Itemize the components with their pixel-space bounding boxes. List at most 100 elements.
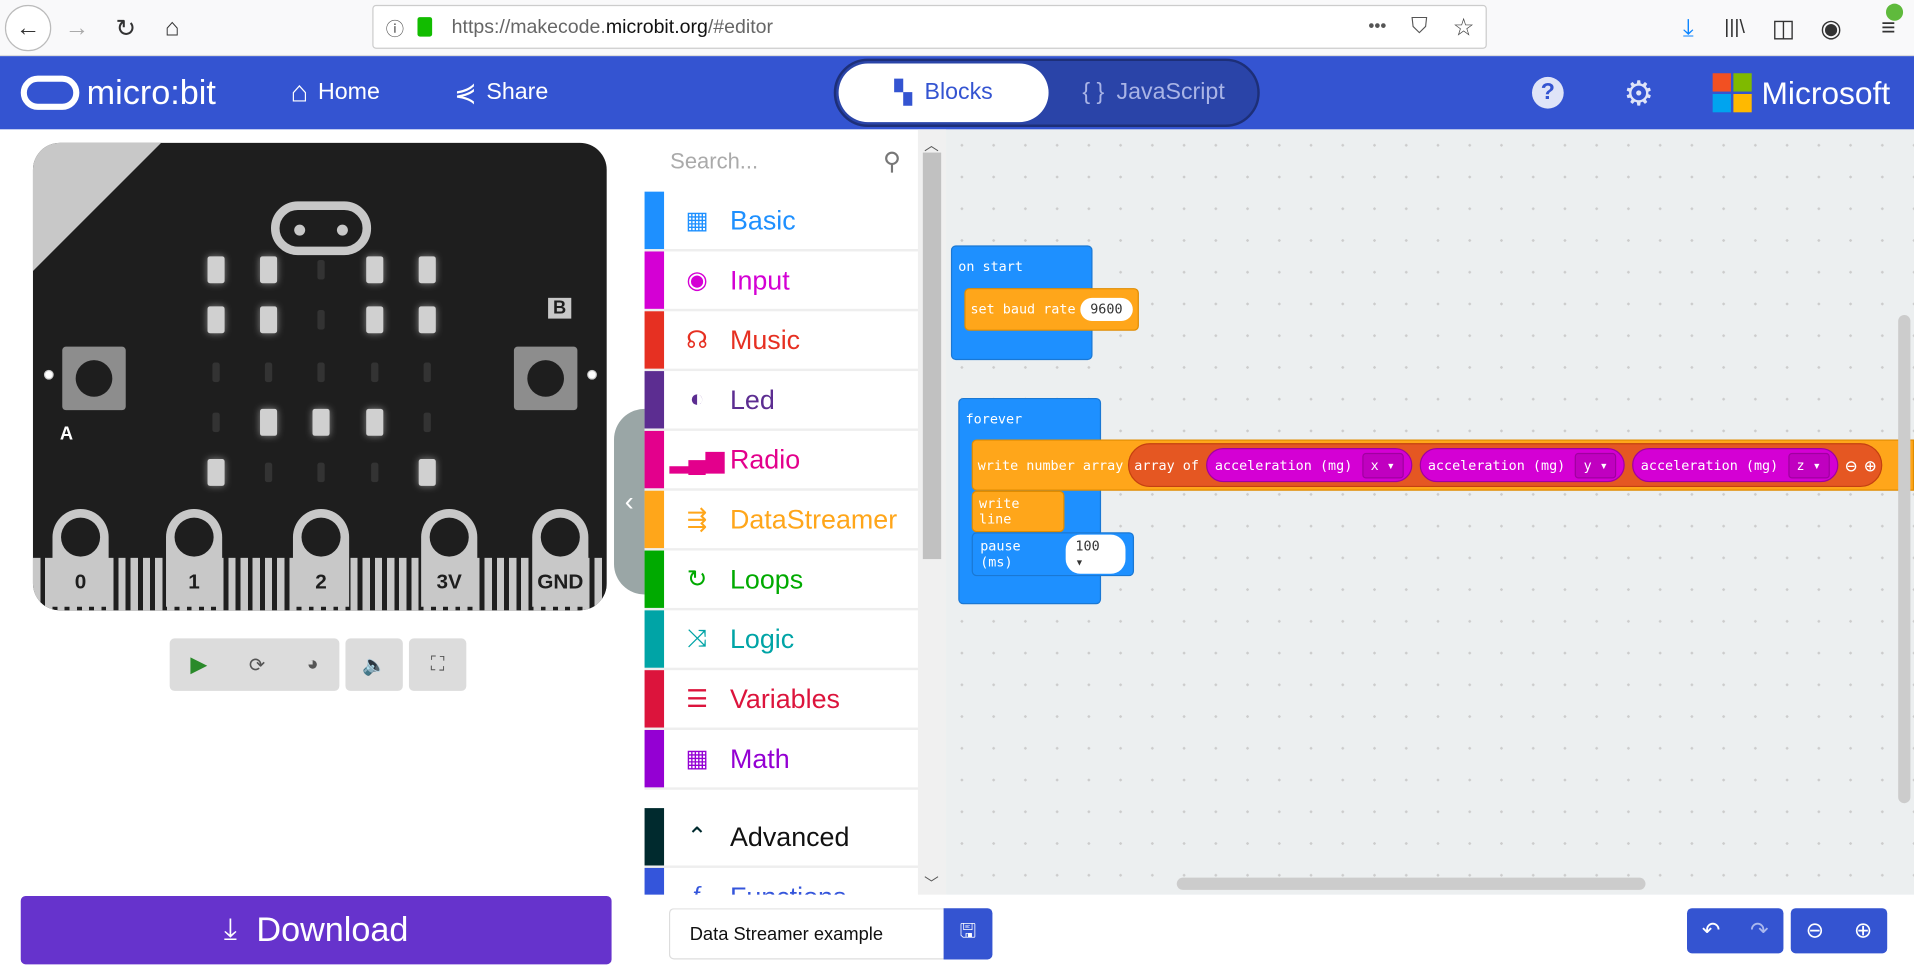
speaker-icon: 🔈 xyxy=(361,654,387,676)
pause-block[interactable]: pause (ms)100 ▾ xyxy=(971,532,1135,577)
acceleration-z-block[interactable]: acceleration (mg) z ▾ xyxy=(1632,447,1838,483)
menu-icon[interactable]: ≡ xyxy=(1881,14,1896,41)
share-button[interactable]: ⋞Share xyxy=(454,56,548,129)
pin-1[interactable]: 1 xyxy=(166,509,223,607)
category-music[interactable]: ☊Music xyxy=(644,311,918,372)
lock-icon xyxy=(417,17,433,37)
remove-item-icon[interactable]: ⊖ xyxy=(1845,453,1857,477)
pin-3v[interactable]: 3V xyxy=(421,509,478,607)
reload-button[interactable]: ↻ xyxy=(115,15,136,43)
project-name-input[interactable]: Data Streamer example xyxy=(668,908,945,960)
axis-dropdown[interactable]: z ▾ xyxy=(1788,452,1830,478)
blocks-workspace[interactable] xyxy=(946,129,1914,895)
acc-label: acceleration (mg) xyxy=(1427,457,1566,474)
baud-rate-value[interactable]: 9600 xyxy=(1080,297,1133,322)
axis-dropdown[interactable]: y ▾ xyxy=(1575,452,1617,478)
acceleration-y-block[interactable]: acceleration (mg) y ▾ xyxy=(1419,447,1625,483)
tab-javascript[interactable]: { }JavaScript xyxy=(1056,63,1251,122)
redo-icon[interactable]: ↷ xyxy=(1750,917,1769,943)
toolbox-scroll-thumb[interactable] xyxy=(922,152,942,560)
toolbox-search[interactable]: Search... ⚲ xyxy=(645,129,918,190)
settings-button[interactable]: ⚙ xyxy=(1624,56,1655,129)
collapse-simulator-button[interactable]: ‹ xyxy=(614,408,645,595)
led xyxy=(264,462,273,483)
help-button[interactable]: ? xyxy=(1531,56,1564,129)
led xyxy=(317,362,325,383)
pin-0[interactable]: 0 xyxy=(52,509,109,607)
workspace-vertical-scrollbar[interactable] xyxy=(1898,314,1911,804)
home-button[interactable]: ⌂Home xyxy=(291,56,380,129)
search-input[interactable]: Search... xyxy=(670,148,759,174)
address-bar[interactable]: ⓘ https://makecode.microbit.org/#editor … xyxy=(372,4,1487,49)
downloads-icon[interactable]: ⤓ xyxy=(1682,14,1694,41)
sidebar-icon[interactable]: ◫ xyxy=(1771,15,1795,43)
add-item-icon[interactable]: ⊕ xyxy=(1864,453,1877,477)
category-math[interactable]: ▦Math xyxy=(644,729,918,790)
chevron-up-icon: ⌃ xyxy=(686,823,708,851)
button-a[interactable] xyxy=(62,346,126,411)
button-a-label: A xyxy=(59,423,74,445)
fullscreen-icon: ⛶ xyxy=(430,653,445,675)
pocket-icon[interactable]: ⛉ xyxy=(1411,13,1428,38)
category-basic[interactable]: ▦Basic xyxy=(644,191,918,252)
write-line-block[interactable]: write line xyxy=(971,490,1065,533)
microbit-logo[interactable]: micro:bit xyxy=(20,56,216,129)
category-logic[interactable]: ⤨Logic xyxy=(644,610,918,671)
category-loops[interactable]: ↻Loops xyxy=(644,550,918,611)
library-icon[interactable]: |||\ xyxy=(1724,17,1745,38)
mute-button[interactable]: 🔈 xyxy=(345,638,403,691)
pin-2[interactable]: 2 xyxy=(292,509,350,607)
acceleration-x-block[interactable]: acceleration (mg)x ▾ xyxy=(1206,447,1412,483)
zoom-in-icon[interactable]: ⊕ xyxy=(1853,917,1873,943)
page-actions-button[interactable]: ••• xyxy=(1368,15,1387,36)
forward-button[interactable]: → xyxy=(64,14,90,41)
axis-dropdown[interactable]: x ▾ xyxy=(1362,452,1404,478)
play-icon[interactable]: ▶ xyxy=(190,651,208,677)
search-icon[interactable]: ⚲ xyxy=(882,148,901,176)
download-icon: ⤓ xyxy=(223,913,237,947)
write-number-array-block[interactable]: write number array array of acceleration… xyxy=(971,439,1914,491)
category-label: Basic xyxy=(729,204,796,235)
category-input[interactable]: ◉Input xyxy=(644,251,918,312)
category-functions[interactable]: ƒFunctions xyxy=(644,867,918,895)
microsoft-logo[interactable]: Microsoft xyxy=(1712,56,1890,129)
download-button[interactable]: ⤓Download xyxy=(20,895,612,965)
slow-mo-snail-icon[interactable]: ◕ xyxy=(306,653,319,675)
pause-value-dropdown[interactable]: 100 ▾ xyxy=(1065,534,1126,574)
scroll-down-icon[interactable]: ﹀ xyxy=(924,875,939,893)
button-b[interactable] xyxy=(513,346,578,411)
workspace-horizontal-scrollbar[interactable] xyxy=(1176,877,1646,890)
category-label: DataStreamer xyxy=(729,503,898,535)
fullscreen-button[interactable]: ⛶ xyxy=(408,638,467,691)
category-label: Loops xyxy=(729,563,804,594)
home-browser-button[interactable]: ⌂ xyxy=(164,14,180,41)
category-variables[interactable]: ☰Variables xyxy=(644,670,918,730)
undo-icon[interactable]: ↶ xyxy=(1701,917,1721,943)
led xyxy=(317,260,325,280)
microbit-face-icon xyxy=(20,75,80,110)
category-advanced[interactable]: ⌃Advanced xyxy=(644,808,918,868)
category-led[interactable]: ◐Led xyxy=(644,371,918,431)
restart-icon[interactable]: ⟳ xyxy=(248,654,266,676)
led xyxy=(312,408,330,436)
led xyxy=(207,306,225,334)
bookmark-star-icon[interactable]: ☆ xyxy=(1452,14,1475,42)
acc-label: acceleration (mg) xyxy=(1640,457,1779,474)
info-icon[interactable]: ⓘ xyxy=(385,19,405,41)
button-b-label: B xyxy=(548,297,572,319)
category-radio[interactable]: ▂▄▆Radio xyxy=(644,430,918,491)
zoom-out-icon[interactable]: ⊖ xyxy=(1805,917,1825,943)
back-button[interactable]: ← xyxy=(4,4,52,52)
scroll-up-icon[interactable]: ︿ xyxy=(924,136,939,154)
save-button[interactable]: 🖫 xyxy=(943,908,993,960)
category-label: Input xyxy=(729,264,790,295)
home-label: Home xyxy=(317,79,380,105)
category-datastreamer[interactable]: ⇶DataStreamer xyxy=(644,490,918,551)
account-icon[interactable]: ◉ xyxy=(1820,15,1842,43)
tab-blocks[interactable]: ▚Blocks xyxy=(838,63,1049,123)
led xyxy=(317,310,325,330)
pin-gnd[interactable]: GND xyxy=(532,509,589,607)
url-text[interactable]: https://makecode.microbit.org/#editor xyxy=(451,17,774,38)
array-of-block[interactable]: array of acceleration (mg)x ▾ accelerati… xyxy=(1128,443,1883,488)
